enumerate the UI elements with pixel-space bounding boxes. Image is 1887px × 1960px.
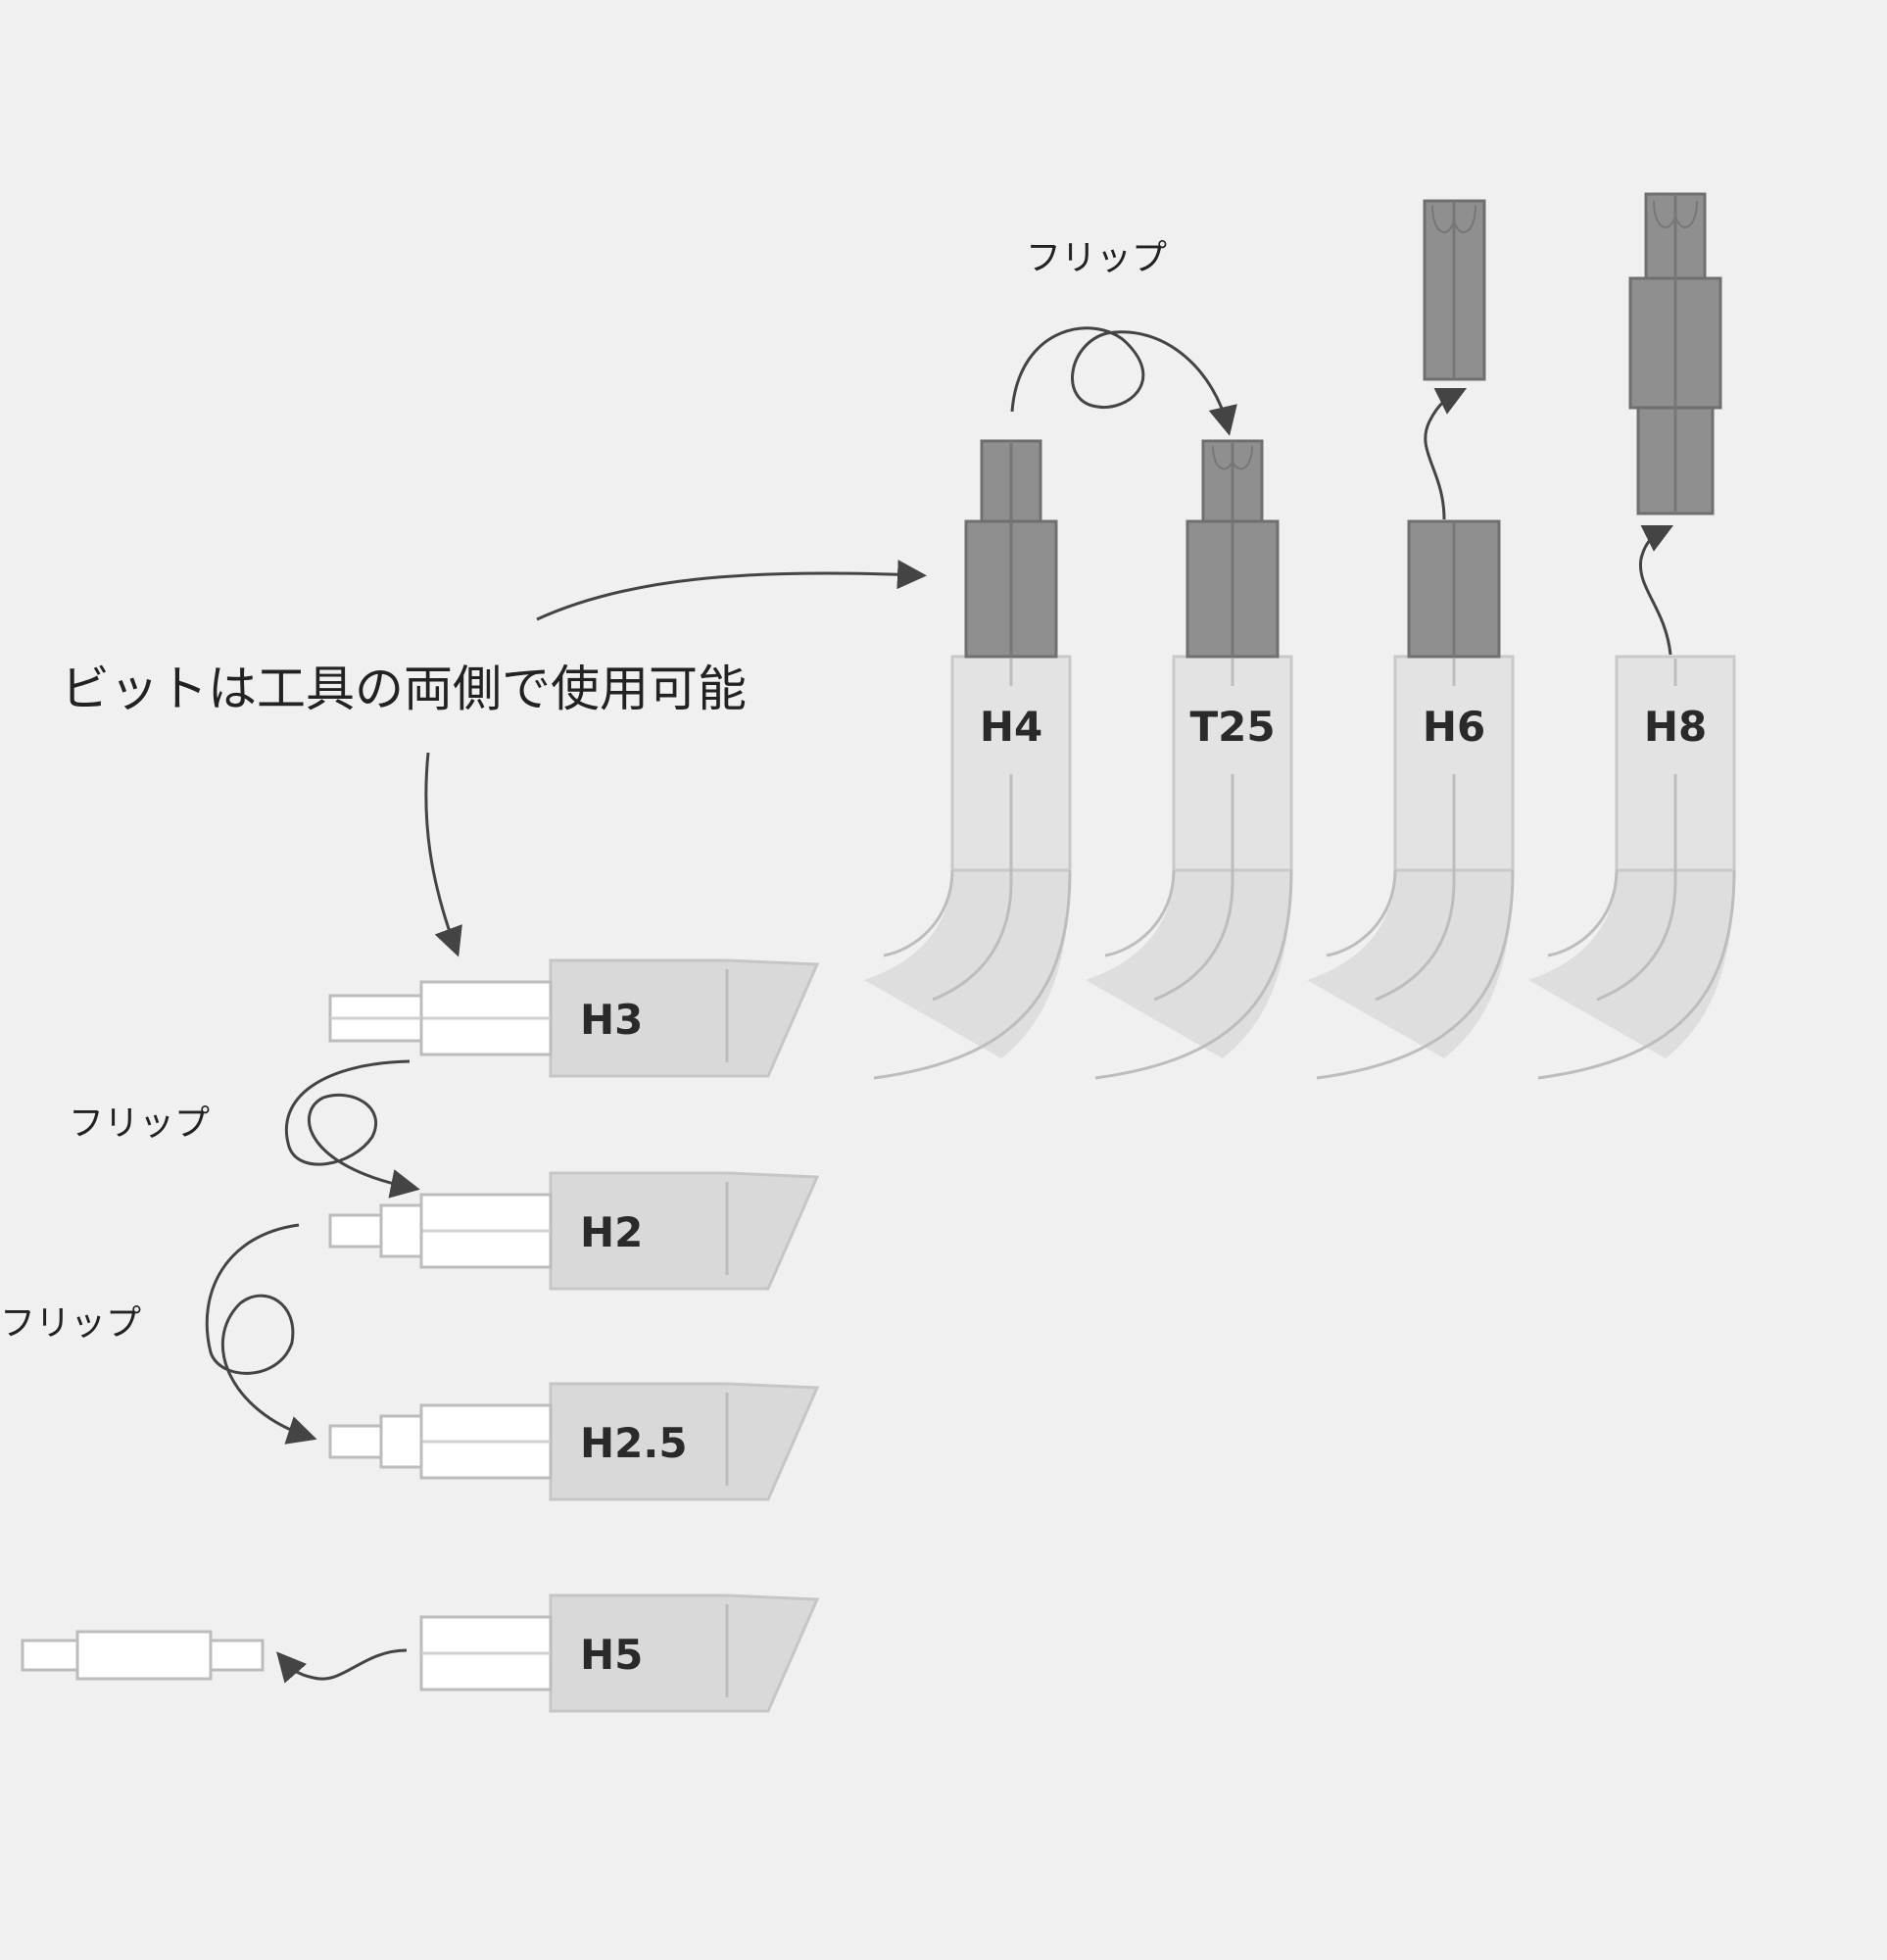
detached-bit	[1628, 192, 1722, 515]
detached-bit-h5	[21, 1630, 265, 1681]
tool-h6: H6	[1305, 199, 1515, 1080]
tool-label: H2	[580, 1208, 643, 1256]
title: ビットは工具の両側で使用可能	[61, 661, 747, 717]
tool-label: H3	[580, 996, 643, 1044]
tool-t25: T25	[1084, 439, 1293, 1080]
tool-h2: H2	[328, 1171, 819, 1291]
tool-label: H8	[1644, 703, 1707, 751]
tool-h8: H8	[1526, 192, 1736, 1080]
detached-bit	[1423, 199, 1486, 381]
tool-h3: H3	[328, 958, 819, 1078]
flip-arrow	[205, 1223, 317, 1445]
tool-label: T25	[1189, 703, 1275, 751]
tool-label: H6	[1423, 703, 1485, 751]
pointer-arrow	[536, 560, 927, 621]
pointer-arrow	[424, 752, 462, 957]
tool-label: H5	[580, 1631, 643, 1679]
tool-h2-5: H2.5	[328, 1382, 819, 1501]
flip-label: フリップ	[69, 1103, 210, 1144]
tool-h5: H5	[419, 1593, 819, 1713]
tool-label: H4	[980, 703, 1042, 751]
flip-label: フリップ	[1026, 238, 1167, 278]
tool-label: H2.5	[580, 1419, 688, 1467]
tool-h4: H4	[862, 439, 1072, 1080]
flip-arrow	[284, 1059, 420, 1199]
remove-arrow	[276, 1648, 408, 1684]
flip-arrow	[1010, 326, 1237, 436]
flip-label: フリップ	[0, 1303, 141, 1344]
